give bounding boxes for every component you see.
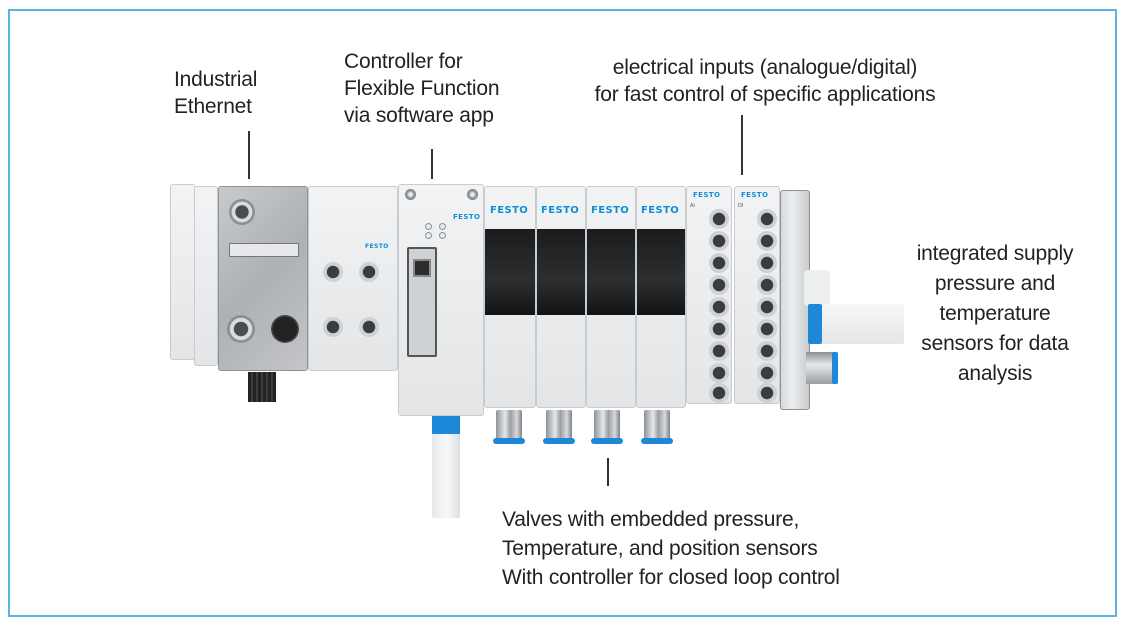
valve-display <box>485 229 535 315</box>
festo-logo: FESTO <box>591 205 630 216</box>
valve-module-4: FESTO <box>636 186 686 408</box>
m8-port <box>757 253 777 273</box>
led-run <box>439 232 446 239</box>
m8-port <box>757 383 777 403</box>
leader-line-electrical-inputs <box>741 115 743 175</box>
festo-logo: FESTO <box>365 243 389 250</box>
m8-port <box>709 231 729 251</box>
supply-fitting-ring <box>832 352 838 384</box>
led-sf <box>439 223 446 230</box>
leader-line-controller <box>431 149 433 179</box>
m8-port <box>757 341 777 361</box>
festo-logo: FESTO <box>541 205 580 216</box>
di-header: DI <box>738 203 744 209</box>
m8-port <box>323 317 343 337</box>
valve-module-3: FESTO <box>586 186 636 408</box>
m8-port <box>709 319 729 339</box>
festo-logo: FESTO <box>453 213 481 221</box>
m8-port <box>709 297 729 317</box>
supply-fitting-ring <box>808 304 822 344</box>
digital-input-module: FESTO DI <box>734 186 780 404</box>
m8-port <box>757 363 777 383</box>
rj45-socket <box>413 259 431 277</box>
supply-port-cap <box>804 270 830 306</box>
festo-logo: FESTO <box>490 205 529 216</box>
mounting-plate <box>194 186 218 366</box>
silencer <box>432 416 460 518</box>
valve-module-1: FESTO <box>484 186 536 408</box>
ai-header: AI <box>690 203 695 209</box>
io-module: FESTO <box>308 186 398 371</box>
push-in-fitting <box>644 410 670 440</box>
valve-display <box>637 229 685 315</box>
rj45-port-panel <box>407 247 437 357</box>
fitting-ring <box>493 438 525 444</box>
leader-line-valves <box>607 458 609 486</box>
silencer-cap <box>432 416 460 434</box>
cap-plug <box>271 315 299 343</box>
cable-connector <box>248 372 276 402</box>
analogue-input-module: FESTO AI <box>686 186 732 404</box>
supply-silencer <box>812 304 904 344</box>
m8-port <box>757 231 777 251</box>
led-pl <box>425 223 432 230</box>
left-end-plate <box>170 184 196 360</box>
ethernet-port-bottom <box>227 315 255 343</box>
screw <box>467 189 478 200</box>
fitting-ring <box>543 438 575 444</box>
push-in-fitting <box>496 410 522 440</box>
push-in-fitting <box>546 410 572 440</box>
valve-module-2: FESTO <box>536 186 586 408</box>
label-supply-sensors: integrated supply pressure and temperatu… <box>916 242 1074 385</box>
led-l <box>425 232 432 239</box>
label-industrial-ethernet: Industrial Ethernet <box>174 68 258 118</box>
m8-port <box>757 319 777 339</box>
screw <box>405 189 416 200</box>
m8-port <box>757 275 777 295</box>
m8-port <box>323 262 343 282</box>
bus-node-module <box>218 186 308 371</box>
m8-port <box>757 209 777 229</box>
festo-logo: FESTO <box>641 205 680 216</box>
valve-display <box>537 229 585 315</box>
ethernet-port-top <box>229 199 255 225</box>
push-in-fitting <box>594 410 620 440</box>
m8-port <box>709 363 729 383</box>
leader-line-industrial-ethernet <box>248 131 250 179</box>
label-controller: Controller for Flexible Function via sof… <box>344 50 500 127</box>
festo-logo: FESTO <box>693 191 721 199</box>
m8-port <box>709 383 729 403</box>
m8-port <box>709 253 729 273</box>
fitting-ring <box>641 438 673 444</box>
m8-port <box>709 209 729 229</box>
label-valves: Valves with embedded pressure, Temperatu… <box>502 508 840 589</box>
festo-logo: FESTO <box>741 191 769 199</box>
m8-port <box>709 275 729 295</box>
controller-module: FESTO <box>398 184 484 416</box>
label-electrical-inputs: electrical inputs (analogue/digital) for… <box>594 56 936 106</box>
valve-display <box>587 229 635 315</box>
m8-port <box>359 262 379 282</box>
m8-port <box>757 297 777 317</box>
supply-fitting <box>806 352 834 384</box>
fitting-ring <box>591 438 623 444</box>
m8-port <box>709 341 729 361</box>
dip-switch-cover <box>229 243 299 257</box>
m8-port <box>359 317 379 337</box>
